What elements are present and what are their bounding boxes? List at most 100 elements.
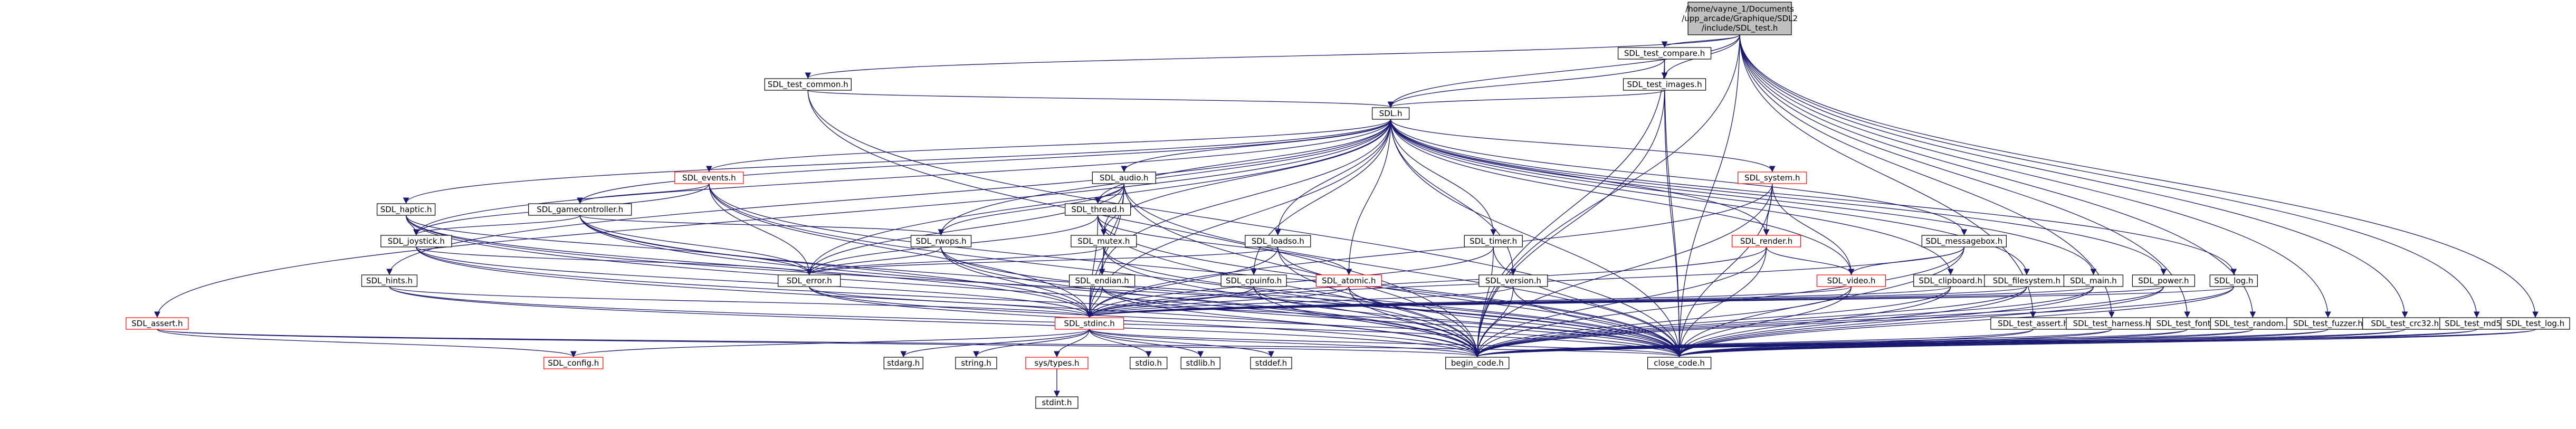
edge-test_assert-to-begin_code: [1474, 329, 2034, 358]
node-render[interactable]: SDL_render.h: [1731, 235, 1801, 247]
node-power[interactable]: SDL_power.h: [2132, 274, 2195, 287]
node-mutex[interactable]: SDL_mutex.h: [1071, 235, 1137, 247]
edge-sdl-to-log: [1390, 119, 2237, 275]
edge-root-to-test_random: [1739, 34, 2256, 318]
node-error[interactable]: SDL_error.h: [778, 274, 841, 287]
node-box: [1055, 317, 1124, 330]
node-events[interactable]: SDL_events.h: [674, 171, 744, 184]
edge-error-to-close_code: [808, 286, 1683, 358]
edge-error-to-stdinc: [808, 286, 1093, 318]
node-label: SDL_render.h: [1740, 236, 1792, 246]
node-thread[interactable]: SDL_thread.h: [1065, 203, 1131, 216]
node-video[interactable]: SDL_video.h: [1816, 274, 1886, 287]
node-string[interactable]: string.h: [955, 357, 997, 369]
node-test_images[interactable]: SDL_test_images.h: [1623, 78, 1706, 91]
node-clipboard[interactable]: SDL_clipboard.h: [1913, 274, 1988, 287]
node-stdint[interactable]: stdint.h: [1035, 396, 1079, 409]
edge-sdl-to-events: [706, 119, 1391, 173]
edge-loadso-to-stdinc: [1086, 246, 1279, 318]
node-label: SDL_test_images.h: [1627, 80, 1702, 90]
node-test_random[interactable]: SDL_test_random.h: [2210, 317, 2295, 330]
node-label: SDL_test_compare.h: [1624, 49, 1705, 59]
node-version[interactable]: SDL_version.h: [1478, 274, 1548, 287]
node-cpuinfo[interactable]: SDL_cpuinfo.h: [1220, 274, 1287, 287]
edge-sdl-to-close_code: [1390, 119, 1683, 358]
edge-stdinc-to-string: [973, 329, 1090, 358]
node-label: stdio.h: [1135, 358, 1162, 368]
node-system[interactable]: SDL_system.h: [1738, 171, 1807, 184]
node-stdlib[interactable]: stdlib.h: [1180, 357, 1220, 369]
node-label: SDL_loadso.h: [1252, 236, 1304, 246]
node-audio[interactable]: SDL_audio.h: [1092, 171, 1156, 184]
node-log[interactable]: SDL_log.h: [2209, 274, 2258, 287]
edge-sdl-to-clipboard: [1390, 119, 1954, 275]
node-label: SDL_version.h: [1485, 276, 1541, 286]
node-root: /home/vayne_1/Documents/upp_arcade/Graph…: [1682, 2, 1798, 35]
edge-test_common-to-close_code: [807, 90, 1683, 358]
node-box: [1069, 274, 1136, 287]
node-test_font[interactable]: SDL_test_font.h: [2150, 317, 2225, 330]
node-stdarg[interactable]: stdarg.h: [883, 357, 923, 369]
edge-cpuinfo-to-close_code: [1253, 286, 1683, 358]
edge-stdinc-to-begin_code: [1089, 329, 1481, 358]
node-test_assert[interactable]: SDL_test_assert.h: [1990, 317, 2076, 330]
node-test_compare[interactable]: SDL_test_compare.h: [1617, 47, 1712, 60]
node-box: [1220, 274, 1287, 287]
edge-sdl-to-gamecontroller: [577, 119, 1391, 204]
node-box: [1245, 235, 1311, 247]
edge-audio-to-error: [806, 183, 1124, 275]
edge-test_images-to-begin_code: [1474, 90, 1665, 358]
node-hints[interactable]: SDL_hints.h: [361, 274, 418, 287]
edge-loadso-to-error: [806, 246, 1279, 275]
edge-power-to-begin_code: [1474, 286, 2164, 358]
node-label: SDL_log.h: [2214, 276, 2253, 286]
node-test_crc32[interactable]: SDL_test_crc32.h: [2362, 317, 2448, 330]
node-sdl[interactable]: SDL.h: [1372, 107, 1410, 120]
node-label: SDL_thread.h: [1071, 205, 1124, 215]
node-stdinc[interactable]: SDL_stdinc.h: [1055, 317, 1124, 330]
node-rwops[interactable]: SDL_rwops.h: [910, 235, 972, 247]
edge-thread-to-stdinc: [1086, 215, 1099, 318]
node-filesystem[interactable]: SDL_filesystem.h: [1984, 274, 2069, 287]
edge-gamecontroller-to-joystick: [413, 215, 580, 236]
node-box: [543, 357, 604, 369]
node-box: [361, 274, 418, 287]
node-stddef[interactable]: stddef.h: [1250, 357, 1292, 369]
node-box: [1617, 47, 1712, 60]
node-haptic[interactable]: SDL_haptic.h: [377, 203, 436, 216]
edge-endian-to-begin_code: [1101, 286, 1481, 358]
node-gamecontroller[interactable]: SDL_gamecontroller.h: [528, 203, 632, 216]
edge-events-to-error: [709, 183, 813, 275]
node-atomic[interactable]: SDL_atomic.h: [1315, 274, 1382, 287]
node-config[interactable]: SDL_config.h: [543, 357, 604, 369]
node-close_code[interactable]: close_code.h: [1647, 357, 1712, 369]
node-messagebox[interactable]: SDL_messagebox.h: [1921, 235, 2007, 247]
node-endian[interactable]: SDL_endian.h: [1069, 274, 1136, 287]
edge-root-to-test_crc32: [1739, 34, 2408, 318]
edge-joystick-to-stdinc: [416, 246, 1093, 318]
node-label: /home/vayne_1/Documents: [1685, 4, 1794, 14]
node-label: SDL_rwops.h: [915, 236, 966, 246]
node-assert[interactable]: SDL_assert.h: [126, 317, 189, 330]
node-test_fuzzer[interactable]: SDL_test_fuzzer.h: [2286, 317, 2370, 330]
edge-sdl-to-assert: [154, 119, 1391, 318]
node-box: [1445, 357, 1510, 369]
edge-rwops-to-stdinc: [940, 246, 1093, 318]
edge-root-to-test_log: [1739, 34, 2539, 318]
node-joystick[interactable]: SDL_joystick.h: [380, 235, 452, 247]
node-begin_code[interactable]: begin_code.h: [1445, 357, 1510, 369]
node-test_harness[interactable]: SDL_test_harness.h: [2066, 317, 2158, 330]
node-box: [1315, 274, 1382, 287]
node-main[interactable]: SDL_main.h: [2063, 274, 2124, 287]
node-test_md5[interactable]: SDL_test_md5.h: [2439, 317, 2514, 330]
node-loadso[interactable]: SDL_loadso.h: [1245, 235, 1311, 247]
node-timer[interactable]: SDL_timer.h: [1464, 235, 1523, 247]
node-test_log[interactable]: SDL_test_log.h: [2501, 317, 2570, 330]
edge-sdl-to-audio: [1121, 119, 1391, 173]
node-stdio[interactable]: stdio.h: [1130, 357, 1168, 369]
node-systypes[interactable]: sys/types.h: [1025, 357, 1089, 369]
node-box: [380, 235, 452, 247]
edge-assert-to-close_code: [157, 329, 1682, 358]
edge-log-to-close_code: [1676, 286, 2234, 358]
node-test_common[interactable]: SDL_test_common.h: [764, 78, 852, 91]
